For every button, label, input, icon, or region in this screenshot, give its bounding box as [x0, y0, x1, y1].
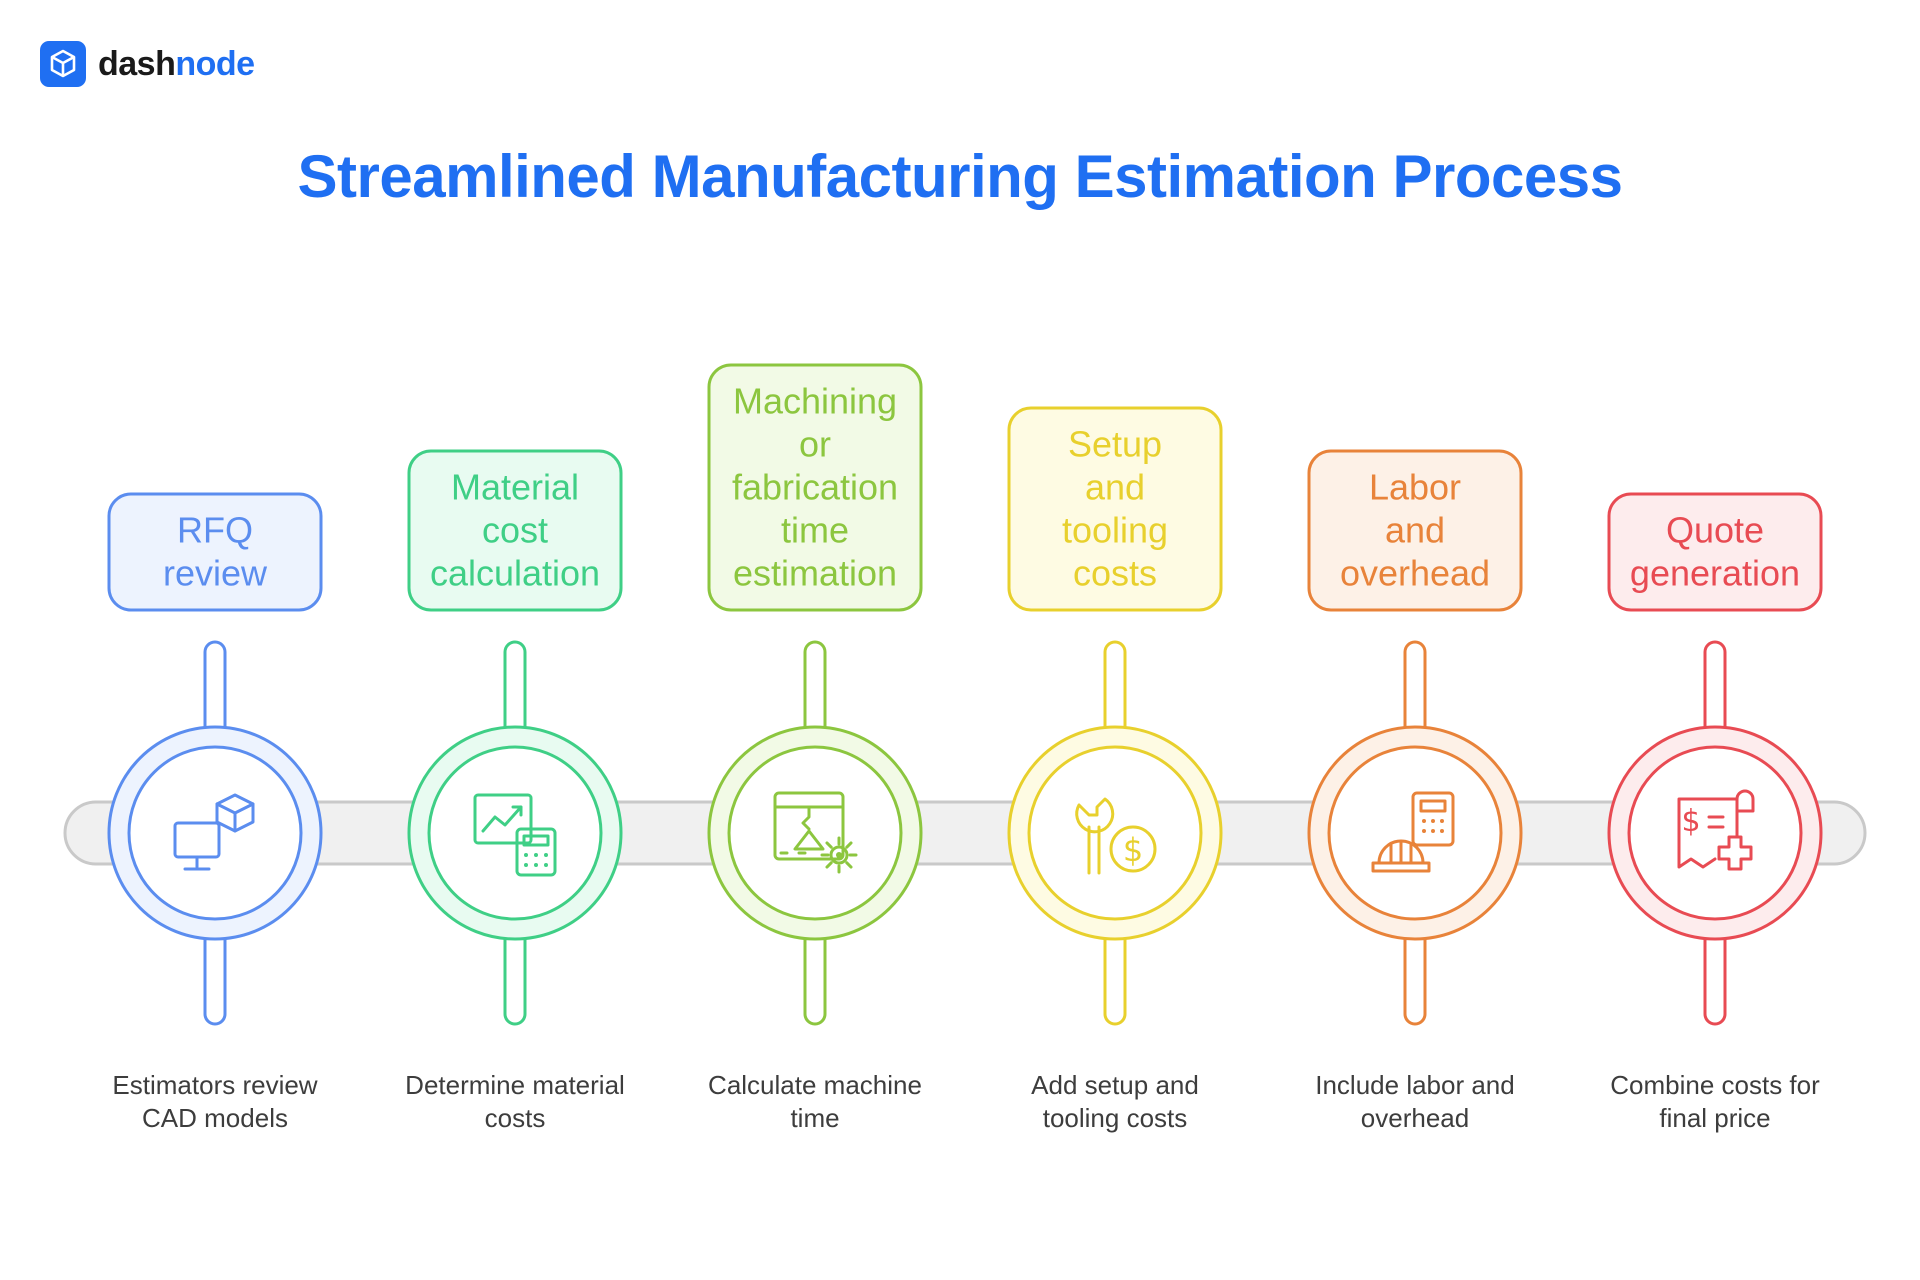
brand-name-part2: node — [175, 44, 255, 83]
step-node-inner — [1627, 745, 1803, 921]
step-label-box — [107, 492, 323, 612]
chart-calculator-icon — [473, 793, 557, 877]
brand-logo: dashnode — [40, 40, 255, 88]
step-label-line: costs — [1073, 553, 1157, 594]
step-label-line: and — [1385, 510, 1445, 551]
step-label-box — [707, 363, 923, 612]
step-label-line: fabrication — [732, 467, 898, 508]
step-label-line: overhead — [1340, 553, 1490, 594]
step-label-line: or — [799, 424, 831, 465]
step-label-box — [1307, 449, 1523, 612]
step-node-inner — [1027, 745, 1203, 921]
step-label-box — [1607, 492, 1823, 612]
step-node-inner — [127, 745, 303, 921]
svg-text:$: $ — [1681, 804, 1700, 839]
process-step: MachiningorfabricationtimeestimationCalc… — [707, 363, 923, 1133]
step-label-line: RFQ — [177, 510, 253, 551]
step-description-line: tooling costs — [1043, 1103, 1188, 1133]
step-description-line: Determine material — [405, 1070, 625, 1100]
step-description-line: costs — [485, 1103, 546, 1133]
step-description-line: Combine costs for — [1610, 1070, 1820, 1100]
step-label-line: Material — [451, 467, 579, 508]
timeline-track — [63, 800, 1867, 866]
step-label-line: Quote — [1666, 510, 1764, 551]
step-description-line: Add setup and — [1031, 1070, 1199, 1100]
step-node-inner — [727, 745, 903, 921]
step-node-inner — [1327, 745, 1503, 921]
step-label-line: review — [163, 553, 268, 594]
step-node-inner — [427, 745, 603, 921]
step-label-line: cost — [482, 510, 548, 551]
brand-name-part1: dash — [98, 44, 176, 83]
step-label-box — [407, 449, 623, 612]
cube-logo-icon — [40, 41, 86, 87]
monitor-cube-icon — [173, 793, 255, 871]
hardhat-calculator-icon — [1371, 791, 1455, 873]
brand-name: dashnode — [98, 45, 255, 84]
step-description-line: Include labor and — [1315, 1070, 1514, 1100]
step-label-line: Machining — [733, 381, 897, 422]
step-description-line: overhead — [1361, 1103, 1469, 1133]
step-label-line: estimation — [733, 553, 897, 594]
receipt-plus-icon: $ — [1677, 789, 1755, 871]
page-title: Streamlined Manufacturing Estimation Pro… — [297, 143, 1623, 210]
step-label-line: and — [1085, 467, 1145, 508]
step-label-line: Setup — [1068, 424, 1162, 465]
step-description-line: final price — [1659, 1103, 1770, 1133]
step-label-line: Labor — [1369, 467, 1461, 508]
step-label-line: calculation — [430, 553, 600, 594]
step-description-line: CAD models — [142, 1103, 288, 1133]
wrench-coin-icon: $ — [1075, 797, 1157, 875]
step-label-line: time — [781, 510, 849, 551]
svg-text:$: $ — [1123, 831, 1143, 869]
step-description-line: Calculate machine — [708, 1070, 922, 1100]
machine-gear-icon — [773, 791, 858, 874]
step-label-box — [1007, 406, 1223, 612]
step-description-line: time — [790, 1103, 839, 1133]
step-label-line: generation — [1630, 553, 1800, 594]
step-label-line: tooling — [1062, 510, 1168, 551]
step-description-line: Estimators review — [112, 1070, 317, 1100]
